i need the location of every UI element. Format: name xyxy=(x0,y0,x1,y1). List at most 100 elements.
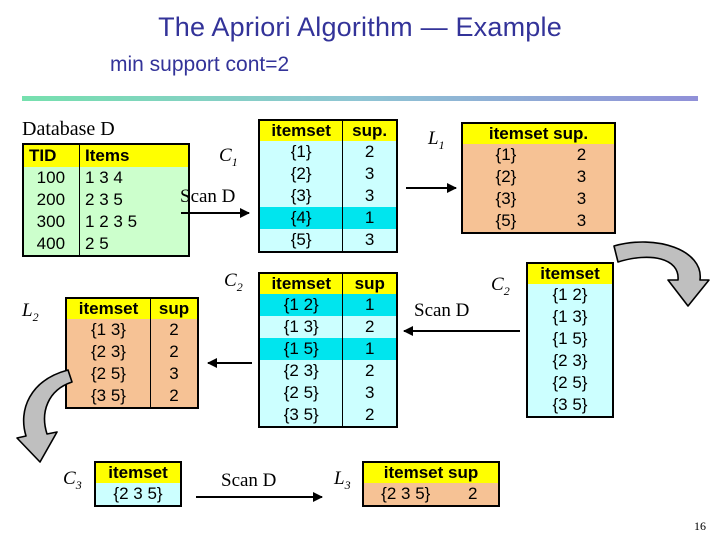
table-row: {2 3} xyxy=(527,350,613,372)
arrow-c2right-to-c2middle xyxy=(403,326,520,336)
table-row: {3 5} 2 xyxy=(259,404,397,427)
table-header-row: itemset sup xyxy=(363,462,499,483)
c3-itemset: {2 3 5} xyxy=(95,483,181,506)
c3-table: itemset {2 3 5} xyxy=(94,461,182,507)
l2-label: L2 xyxy=(22,300,39,325)
column-header-items: Items xyxy=(79,144,189,167)
table-row: {2 5} 3 xyxy=(259,382,397,404)
scan-d-label-1: Scan D xyxy=(180,186,236,207)
table-row: {1 3} xyxy=(527,306,613,328)
table-row: {1} 2 xyxy=(259,141,397,163)
db-items: 1 3 4 xyxy=(79,167,189,189)
table-header-row: itemset sup. xyxy=(259,120,397,141)
column-header-itemset: itemset xyxy=(66,298,151,319)
db-items: 1 2 3 5 xyxy=(79,211,189,233)
c2-middle-itemset: {3 5} xyxy=(259,404,344,427)
table-header-row: itemset sup xyxy=(66,298,198,319)
table-row: 100 1 3 4 xyxy=(23,167,189,189)
table-header-row: itemset xyxy=(95,462,181,483)
l2-sup: 3 xyxy=(150,363,198,385)
c1-itemset: {3} xyxy=(259,185,344,207)
l1-sup: 3 xyxy=(548,166,615,188)
l2-sup: 2 xyxy=(150,385,198,408)
c2-middle-sup: 1 xyxy=(342,338,397,360)
c3-label: C3 xyxy=(63,468,82,493)
table-row-pruned: {1 5} 1 xyxy=(259,338,397,360)
db-tid: 400 xyxy=(23,233,81,256)
l1-itemset: {1} xyxy=(462,144,549,166)
table-header-row: itemset sup xyxy=(259,273,397,294)
c2-right-itemset: {3 5} xyxy=(527,394,613,417)
column-header-sup: sup. xyxy=(342,120,397,141)
c1-sup: 3 xyxy=(342,163,397,185)
column-header-tid: TID xyxy=(23,144,81,167)
column-header-itemset-sup: itemset sup. xyxy=(462,123,615,144)
table-row: 200 2 3 5 xyxy=(23,189,189,211)
table-row: {3} 3 xyxy=(259,185,397,207)
table-row: {1 3} 2 xyxy=(259,316,397,338)
l1-itemset: {3} xyxy=(462,188,549,210)
c3-label-sub: 3 xyxy=(75,477,82,492)
l1-label-sub: 1 xyxy=(438,137,445,152)
arrow-db-to-c1 xyxy=(181,208,250,218)
table-row: {3} 3 xyxy=(462,188,615,210)
c2-middle-itemset: {1 3} xyxy=(259,316,344,338)
c1-sup: 1 xyxy=(342,207,397,229)
c2-middle-table: itemset sup {1 2} 1 {1 3} 2 {1 5} 1 {2 3… xyxy=(258,272,398,428)
l1-label-text: L xyxy=(428,128,439,149)
c2-middle-sup: 2 xyxy=(342,316,397,338)
c2-middle-label: C2 xyxy=(224,270,243,295)
c2-right-label-text: C xyxy=(491,274,504,295)
table-row: {2 3} 2 xyxy=(259,360,397,382)
l1-sup: 3 xyxy=(548,210,615,233)
c2-right-itemset: {1 5} xyxy=(527,328,613,350)
table-row: {2 3 5} xyxy=(95,483,181,506)
column-header-sup: sup xyxy=(150,298,198,319)
c2-right-itemset: {2 3} xyxy=(527,350,613,372)
table-row: {2 3} 2 xyxy=(66,341,198,363)
page-title: The Apriori Algorithm — Example xyxy=(158,12,562,42)
l1-table: itemset sup. {1} 2 {2} 3 {3} 3 {5} 3 xyxy=(461,122,616,234)
l1-sup: 3 xyxy=(548,188,615,210)
arrow-c3-to-l3 xyxy=(196,492,323,502)
column-header-itemset: itemset xyxy=(259,273,344,294)
l2-itemset: {3 5} xyxy=(66,385,151,408)
table-row: {2 3 5} 2 xyxy=(363,483,499,506)
c2-middle-sup: 2 xyxy=(342,404,397,427)
table-row: {2} 3 xyxy=(259,163,397,185)
table-row: {2 5} xyxy=(527,372,613,394)
l1-label: L1 xyxy=(428,128,445,153)
arrow-c2middle-to-l2 xyxy=(207,358,252,368)
table-row: {1 5} xyxy=(527,328,613,350)
db-tid: 200 xyxy=(23,189,81,211)
scan-d-label-2: Scan D xyxy=(414,300,470,321)
c1-itemset: {1} xyxy=(259,141,344,163)
table-row: {3 5} 2 xyxy=(66,385,198,408)
curved-arrow-l2-to-c3 xyxy=(16,369,73,463)
c1-itemset: {2} xyxy=(259,163,344,185)
l3-sup: 2 xyxy=(447,483,499,506)
db-tid: 300 xyxy=(23,211,81,233)
l2-sup: 2 xyxy=(150,319,198,341)
c1-sup: 2 xyxy=(342,141,397,163)
table-row: {3 5} xyxy=(527,394,613,417)
c1-label-sub: 1 xyxy=(231,154,238,169)
arrow-c1-to-l1 xyxy=(406,183,457,193)
db-items: 2 3 5 xyxy=(79,189,189,211)
c1-table: itemset sup. {1} 2 {2} 3 {3} 3 {4} 1 {5}… xyxy=(258,119,398,253)
table-row: {2} 3 xyxy=(462,166,615,188)
table-row: {1 2} xyxy=(527,284,613,306)
l2-itemset: {2 3} xyxy=(66,341,151,363)
table-row: {2 5} 3 xyxy=(66,363,198,385)
database-caption: Database D xyxy=(22,118,115,140)
l2-table: itemset sup {1 3} 2 {2 3} 2 {2 5} 3 {3 5… xyxy=(65,297,199,409)
l2-itemset: {1 3} xyxy=(66,319,151,341)
table-header-row: itemset xyxy=(527,263,613,284)
c2-middle-itemset: {1 5} xyxy=(259,338,344,360)
l1-itemset: {5} xyxy=(462,210,549,233)
database-table: TID Items 100 1 3 4 200 2 3 5 300 1 2 3 … xyxy=(22,143,190,257)
table-row: 400 2 5 xyxy=(23,233,189,256)
c2-middle-sup: 1 xyxy=(342,294,397,316)
c2-right-itemset: {1 3} xyxy=(527,306,613,328)
